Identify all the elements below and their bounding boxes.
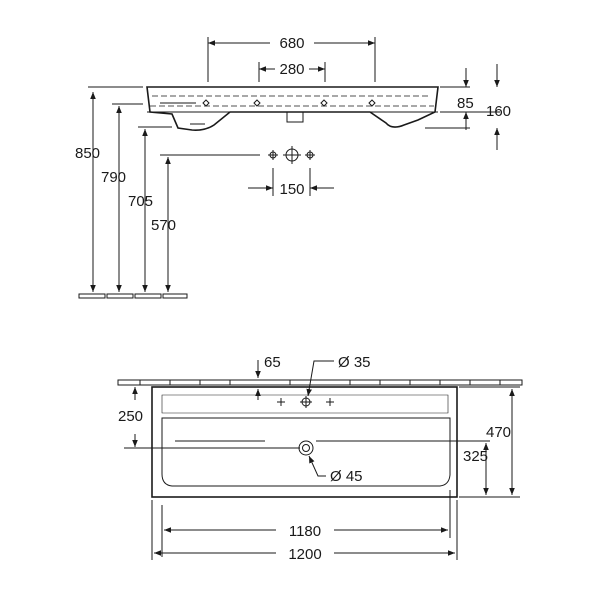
dim-150: 150 (279, 181, 304, 198)
tap-hole-marker (202, 99, 376, 107)
dim-1200: 1200 (288, 546, 321, 563)
dim-325: 325 (463, 448, 488, 465)
dim-1180: 1180 (289, 523, 321, 540)
dim-790: 790 (101, 169, 126, 186)
dim-85: 85 (457, 95, 474, 112)
floor-hatch (78, 293, 188, 299)
dim-680: 680 (279, 35, 304, 52)
dim-705: 705 (128, 193, 153, 210)
dim-160: 160 (486, 103, 511, 120)
drain-outlet (298, 440, 314, 456)
tap-fittings (268, 146, 315, 164)
plan-view: 65 Ø 35 Ø 45 250 470 325 1180 1200 (117, 354, 523, 563)
basin-outline (151, 386, 458, 498)
dim-570: 570 (151, 217, 176, 234)
dim-hole-diameter: Ø 35 (338, 354, 371, 371)
dim-250: 250 (118, 408, 143, 425)
tap-holes-plan (277, 396, 334, 408)
dim-850: 850 (75, 145, 100, 162)
dim-drain-diameter: Ø 45 (330, 468, 363, 485)
wall-hatch (117, 379, 523, 386)
front-elevation: 680 280 85 160 850 790 705 (75, 35, 511, 299)
dim-65: 65 (264, 354, 281, 371)
dim-280: 280 (279, 61, 304, 78)
dim-470: 470 (486, 424, 511, 441)
